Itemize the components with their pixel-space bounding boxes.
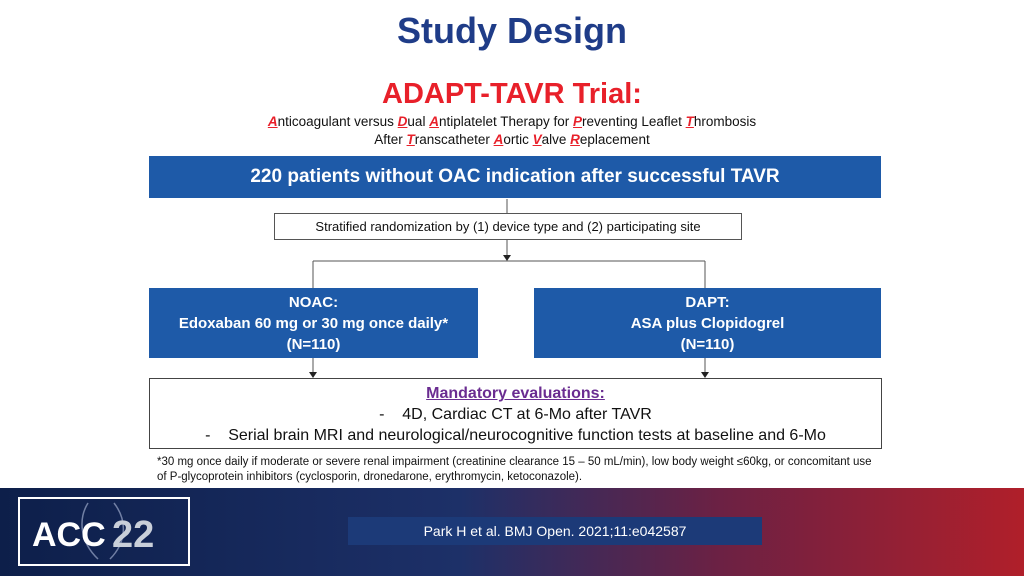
slide-title: Study Design xyxy=(396,10,628,51)
reference-citation: Park H et al. BMJ Open. 2021;11:e042587 xyxy=(348,517,762,545)
acc22-logo-graphic: ACC 22 xyxy=(18,497,190,566)
acronym-text: ranscatheter xyxy=(414,132,494,147)
acronym-letter: R xyxy=(570,132,580,147)
evaluation-item-mri: - Serial brain MRI and neurological/neur… xyxy=(205,427,826,444)
acronym-letter: D xyxy=(397,114,408,129)
acronym-letter: V xyxy=(532,132,542,147)
dapt-arm-title: DAPT: xyxy=(685,293,730,311)
evaluations-box: Mandatory evaluations: - 4D, Cardiac CT … xyxy=(149,378,882,449)
population-box: 220 patients without OAC indication afte… xyxy=(149,156,881,198)
evaluations-header: Mandatory evaluations: xyxy=(426,385,605,402)
acronym-text: ual xyxy=(407,114,430,129)
randomization-box: Stratified randomization by (1) device t… xyxy=(274,213,742,240)
acronym-text: hrombosis xyxy=(693,114,757,129)
noac-arm-title: NOAC: xyxy=(288,293,339,311)
acronym-letter: A xyxy=(429,114,439,129)
acronym-letter: T xyxy=(685,114,694,129)
acronym-letter: T xyxy=(406,132,415,147)
acronym-letter: A xyxy=(267,114,278,129)
acronym-letter: P xyxy=(573,114,583,129)
svg-text:22: 22 xyxy=(112,514,154,556)
dapt-arm-regimen: ASA plus Clopidogrel xyxy=(630,314,785,332)
acronym-text: reventing Leaflet xyxy=(582,114,686,129)
acronym-text: ortic xyxy=(503,132,533,147)
arrow-to-split xyxy=(503,255,511,261)
acronym-text: ntiplatelet Therapy for xyxy=(438,114,574,129)
arrow-dapt-eval xyxy=(701,372,709,378)
acronym-text: alve xyxy=(541,132,571,147)
dapt-arm-box: DAPT: ASA plus Clopidogrel (N=110) xyxy=(534,288,881,358)
noac-arm-box: NOAC: Edoxaban 60 mg or 30 mg once daily… xyxy=(149,288,478,358)
acronym-text: nticoagulant versus xyxy=(277,114,398,129)
acc22-logo: ACC 22 xyxy=(18,497,190,566)
noac-arm-regimen: Edoxaban 60 mg or 30 mg once daily* xyxy=(178,314,449,332)
trial-name: ADAPT-TAVR Trial: xyxy=(382,78,642,110)
acronym-text: After xyxy=(374,132,407,147)
acronym-text: eplacement xyxy=(579,132,650,147)
noac-arm-count: (N=110) xyxy=(286,335,341,353)
trial-acronym-line-2: After Transcatheter Aortic Valve Replace… xyxy=(0,132,1024,147)
svg-text:ACC: ACC xyxy=(32,516,106,554)
dapt-arm-count: (N=110) xyxy=(680,335,735,353)
trial-acronym-line-1: Anticoagulant versus Dual Antiplatelet T… xyxy=(0,114,1024,129)
acronym-letter: A xyxy=(493,132,504,147)
arrow-noac-eval xyxy=(309,372,317,378)
footnote: *30 mg once daily if moderate or severe … xyxy=(157,456,872,483)
evaluation-item-ct: - 4D, Cardiac CT at 6-Mo after TAVR xyxy=(379,406,652,423)
